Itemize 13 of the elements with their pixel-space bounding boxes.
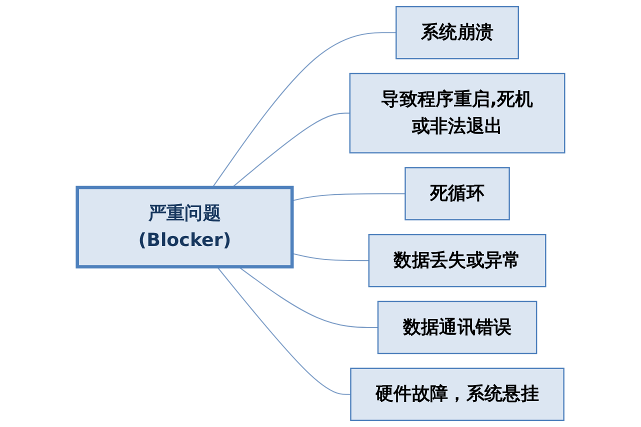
node-box: 死循环 (404, 167, 510, 220)
node-box: 数据通讯错误 (376, 300, 537, 354)
connector (291, 193, 405, 202)
connector (212, 32, 396, 188)
connector (216, 266, 350, 395)
connector (291, 252, 368, 262)
node-box: 系统崩溃 (395, 6, 519, 60)
node-box: 硬件故障，系统悬挂 (350, 368, 564, 422)
connector (231, 112, 350, 188)
node-box: 严重问题(Blocker) (75, 186, 294, 268)
connector (238, 266, 378, 328)
node-box: 数据丢失或异常 (368, 234, 546, 288)
node-box: 导致程序重启,死机或非法退出 (348, 72, 565, 154)
